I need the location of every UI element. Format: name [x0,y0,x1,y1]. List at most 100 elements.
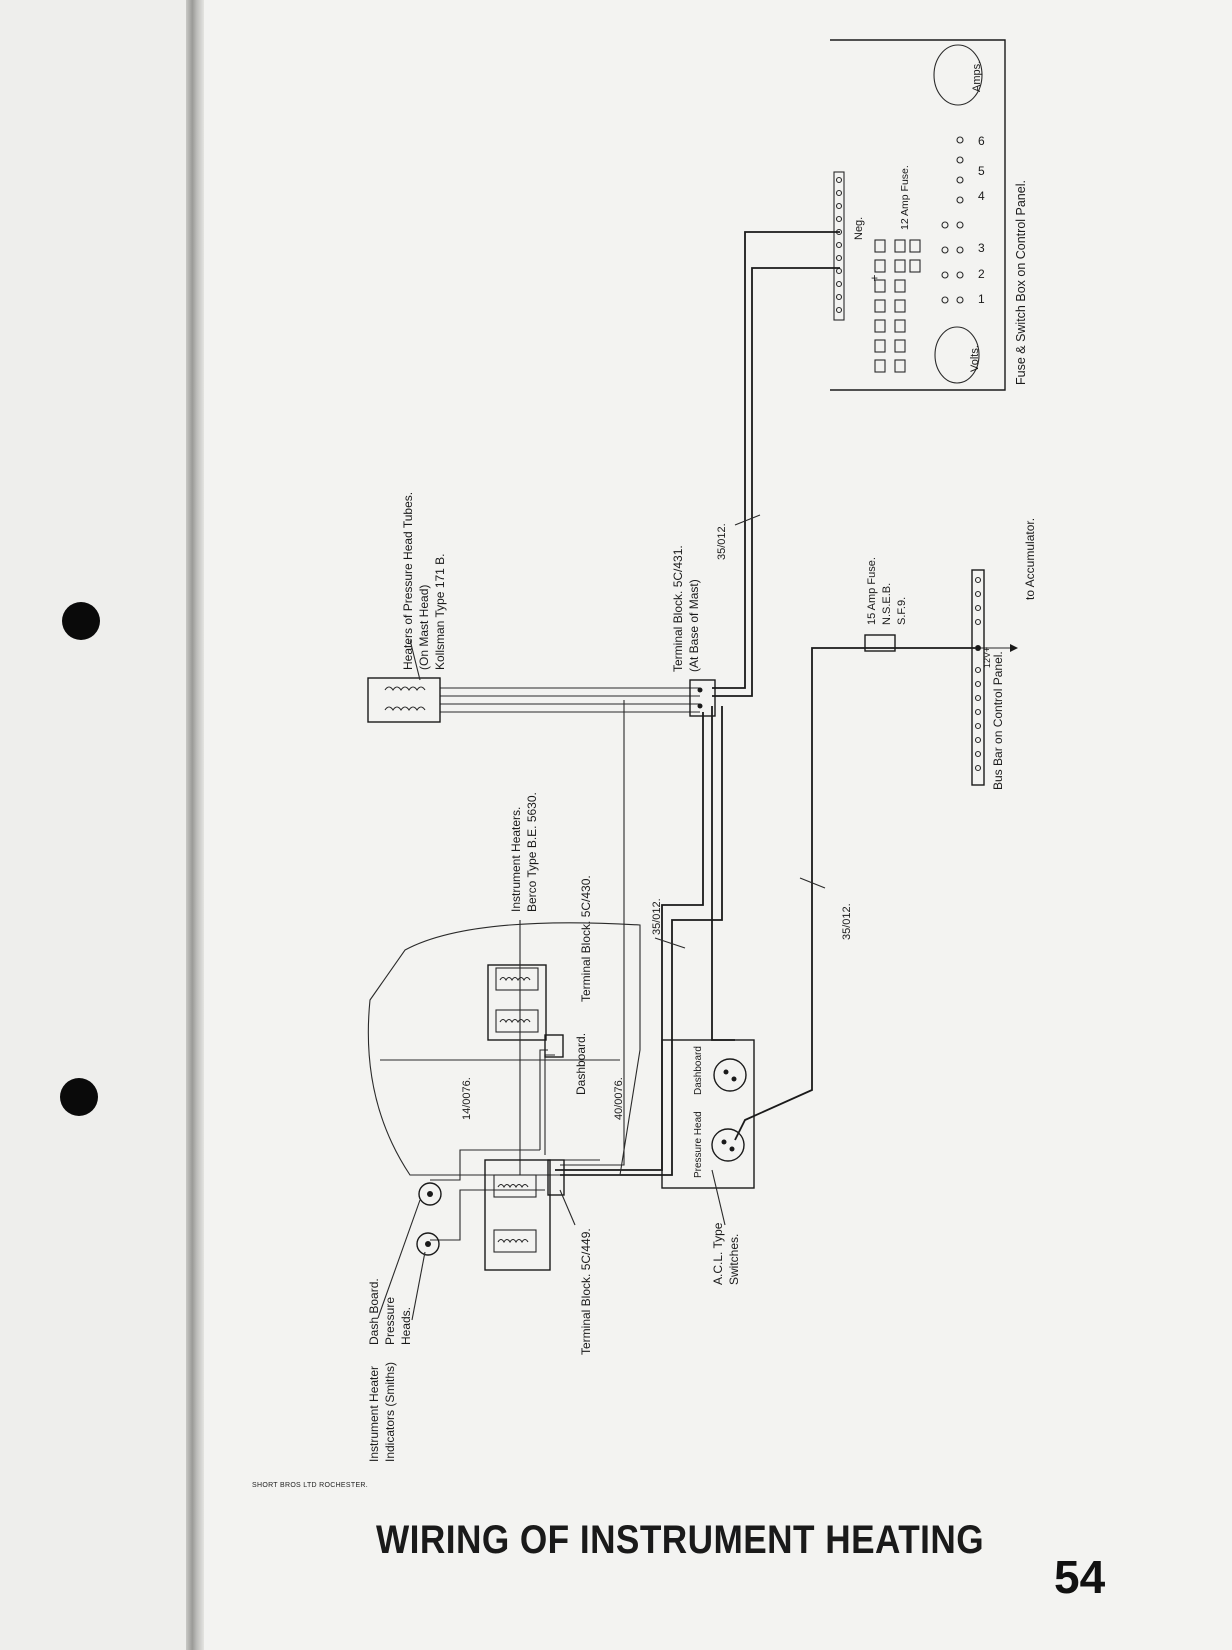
indicators-dash-board: Dash Board. [367,1278,381,1345]
ammeter [933,44,983,106]
instrument-heaters: Instrument Heaters. Berco Type B.E. 5630… [487,792,593,1095]
heater-element-1 [495,967,539,991]
bus-bar [971,569,985,786]
neg-terminal-strip [833,171,845,321]
dashboard-outline [367,922,641,1176]
wire-to-indicator-1 [430,1149,540,1181]
dashboard-switch [713,1058,747,1092]
acl-leader [711,1169,726,1226]
cable-tick-1 [734,514,761,526]
voltmeter [934,326,980,384]
control-panel-outline [830,39,1006,391]
maker-imprint: SHORT BROS LTD ROCHESTER. [252,1482,369,1489]
indicator-pressure-heads [416,1232,440,1256]
accumulator-arrow [1010,644,1018,652]
fuse-switch-box: Fuse & Switch Box on Control Panel. Amps… [830,39,1028,391]
switch-num-5: 5 [978,164,985,178]
lower-heater-element-1 [493,1174,537,1198]
punch-hole [62,602,100,640]
cable-label-mast: 35/012. [716,523,728,560]
page-title: WIRING OF INSTRUMENT HEATING [376,1518,985,1562]
acl-switches: Dashboard Pressure Head A.C.L. Type Swit… [661,1039,755,1285]
pressure-heads-line2: (On Mast Head) [417,585,431,670]
instr-heaters-line2: Berco Type B.E. 5630. [525,792,539,912]
heater-element-2 [495,1009,539,1033]
pressure-head-switch [711,1128,745,1162]
control-panel-caption: Fuse & Switch Box on Control Panel. [1014,180,1028,385]
cable-tick-3 [799,877,826,889]
instr-heaters-line1: Instrument Heaters. [509,807,523,912]
mast-terminal-block-box [689,679,716,717]
fuse-15-box [864,634,896,652]
cable-label-dash: 35/012. [651,898,663,935]
switch-num-3: 3 [978,241,985,255]
neg-label: Neg. [853,217,865,240]
fuse-12-label: 12 Amp Fuse. [899,165,911,230]
wire-panel-to-mast-a [712,231,840,689]
pressure-heads-line3: Kollsman Type 171 B. [433,553,447,670]
page-number: 54 [1054,1551,1106,1603]
wire-mast-to-tb449-a [560,706,723,1176]
wire-panel-to-mast-b [712,267,840,697]
bus-bar-terminals [974,576,982,772]
wire-mast-to-dashboard-switch [711,706,735,1041]
lower-heaters: Terminal Block. 5C/449. 40/0076. 14/0076… [461,898,663,1355]
fuse-15-line3: S.F.9. [896,597,908,625]
acl-line2: Switches. [727,1234,741,1285]
wire-tb430-to-tb449-b [544,1054,555,1155]
pressure-heads-line1: Heaters of Pressure Head Tubes. [401,492,415,670]
wiring [430,231,1018,1241]
lower-heater-element-2 [493,1229,537,1253]
indicators-heads: Heads. [399,1307,413,1345]
dashboard-label: Dashboard. [574,1033,588,1095]
voltmeter-label: Volts. [969,345,981,372]
ammeter-label: Amps. [971,61,983,92]
bus-bar-assembly: 15 Amp Fuse. N.S.E.B. S.F.9. Bus Bar on … [841,518,1037,940]
pressure-head-heaters: Heaters of Pressure Head Tubes. (On Mast… [367,492,447,723]
binding-margin [0,0,200,1650]
punch-hole [60,1078,98,1116]
panel-plus-label: + [871,271,878,285]
heater-coil-1 [384,686,426,691]
neg-terminals [835,176,843,314]
bus-bar-caption: Bus Bar on Control Panel. [991,651,1005,790]
wire-40-0076 [560,700,625,1166]
acl-line1: A.C.L. Type [711,1222,725,1285]
cable-label-14-0076: 14/0076. [461,1077,473,1120]
pressure-heads-leader [409,639,421,681]
wire-busbar-to-switch [734,647,975,1141]
bus-bar-voltage: 12V+ [982,647,992,668]
mast-terminal-block: Terminal Block. 5C/431. (At Base of Mast… [671,523,728,717]
fuse-15-line1: 15 Amp Fuse. [866,557,878,625]
indicators-line1: Instrument Heater [367,1366,381,1462]
wire-mast-to-tb449-b [555,712,704,1171]
tb-430-box [544,1034,564,1058]
indicators-line2: Indicators (Smiths) [383,1362,397,1462]
heater-indicators: Instrument Heater Indicators (Smiths) Da… [367,1182,442,1462]
lower-heater-box [484,1159,551,1271]
wire-to-indicator-2 [430,1189,545,1241]
switch-num-2: 2 [978,267,985,281]
switch-num-1: 1 [978,292,985,306]
fuse-15-line2: N.S.E.B. [881,583,893,625]
fuse-bank [874,239,921,373]
tb-430-label: Terminal Block. 5C/430. [579,875,593,1002]
indicator-leader-1 [377,1199,421,1319]
tb-449-leader [559,1189,576,1226]
heater-coil-2 [384,706,426,711]
indicator-dash-board [418,1182,442,1206]
tb-mast-line1: Terminal Block. 5C/431. [671,545,685,672]
cable-tick-2 [654,937,686,949]
switch-num-6: 6 [978,134,985,148]
cable-label-40-0076: 40/0076. [613,1077,625,1120]
acl-dashboard-label: Dashboard [693,1046,704,1095]
page-binding-edge [186,0,204,1650]
pressure-head-heater-box [367,677,441,723]
switch-row [941,136,964,304]
accumulator-label: to Accumulator. [1023,518,1037,600]
cable-label-busbar: 35/012. [841,903,853,940]
wire-tb430-to-tb449 [539,1049,548,1150]
switch-num-4: 4 [978,189,985,203]
